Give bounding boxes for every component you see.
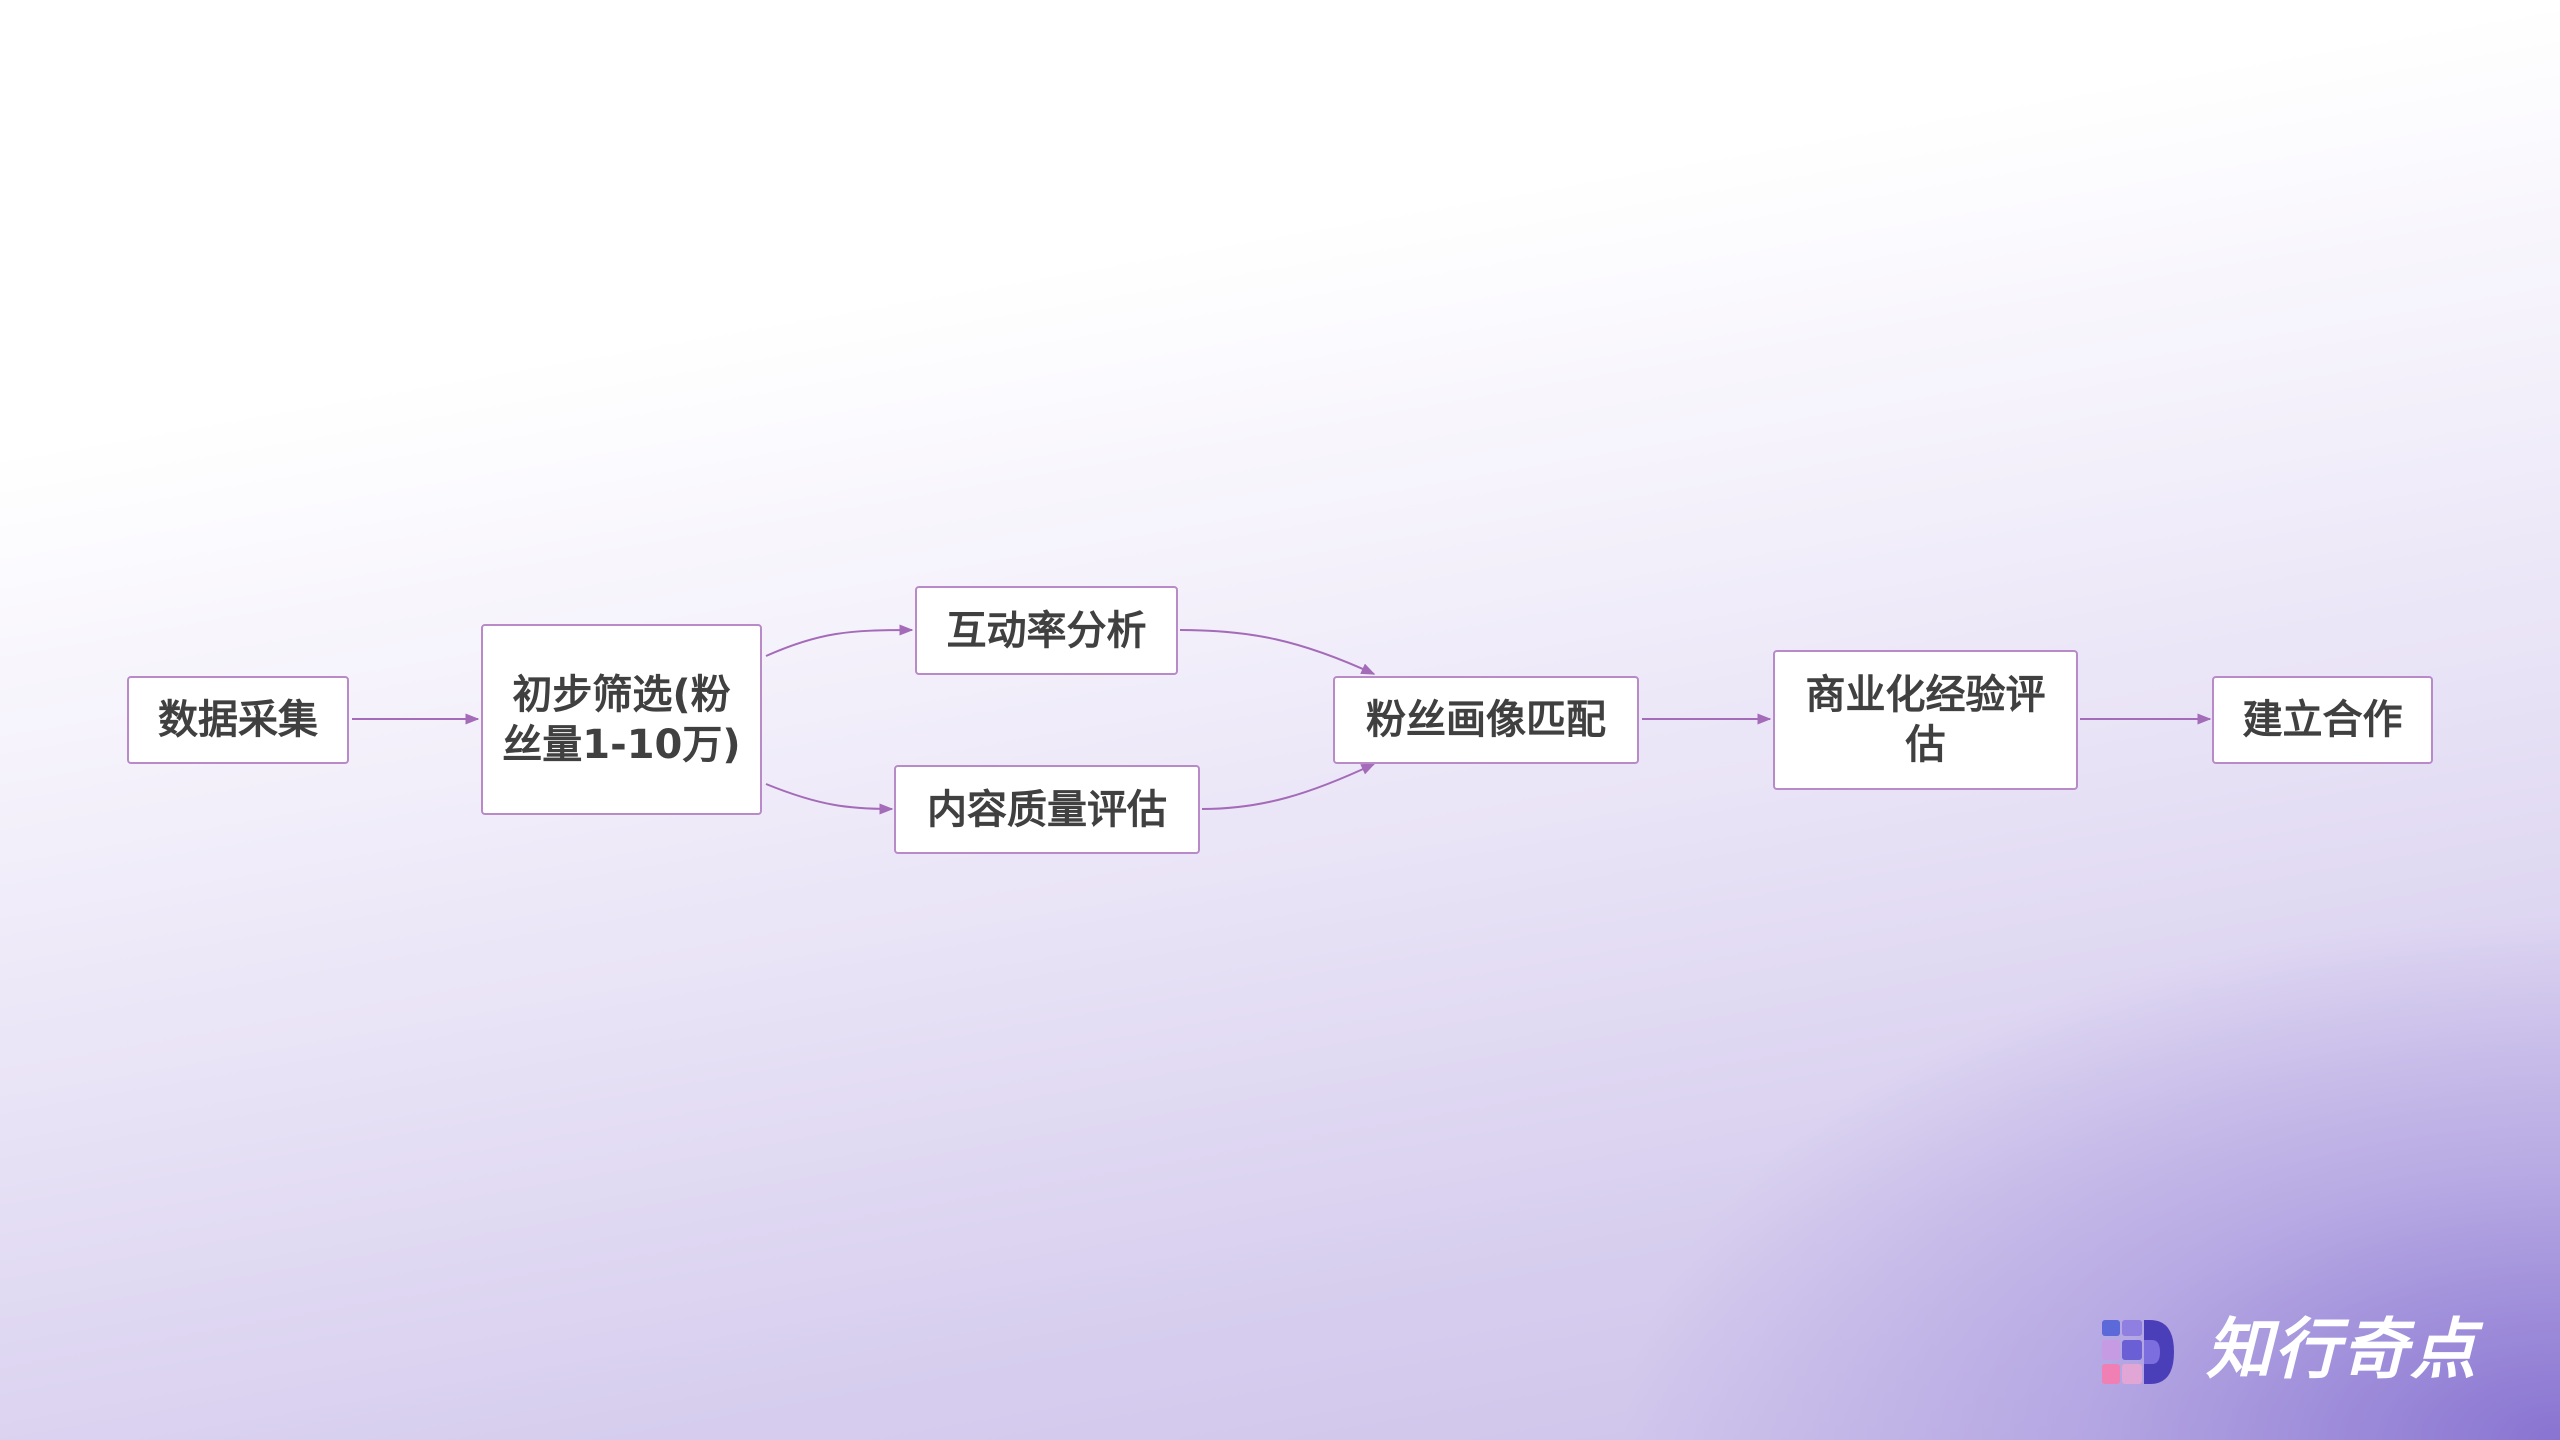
node-establish-cooperation: 建立合作	[2212, 676, 2433, 764]
edge-engagement-to-fanmatch	[1179, 629, 1376, 675]
brand-logo-icon	[2102, 1320, 2174, 1384]
node-content-quality: 内容质量评估	[894, 765, 1200, 854]
node-data-collection: 数据采集	[127, 676, 349, 764]
node-engagement-analysis: 互动率分析	[915, 586, 1178, 675]
edge-screening-to-engagement	[765, 624, 914, 657]
node-label: 互动率分析	[946, 607, 1147, 654]
node-fan-profile-match: 粉丝画像匹配	[1333, 676, 1639, 764]
node-label: 初步筛选(粉丝量1-10万)	[502, 671, 741, 768]
node-commercial-experience: 商业化经验评估	[1773, 650, 2078, 790]
edge-screening-to-content	[765, 783, 894, 815]
node-label: 粉丝画像匹配	[1366, 697, 1606, 743]
node-label: 内容质量评估	[927, 786, 1167, 833]
brand-name: 知行奇点	[2206, 1311, 2478, 1388]
node-initial-screening: 初步筛选(粉丝量1-10万)	[481, 624, 762, 815]
node-label: 数据采集	[158, 697, 318, 743]
brand-logo: 知行奇点	[2100, 1310, 2510, 1390]
node-label: 建立合作	[2242, 697, 2403, 743]
edge-content-to-fanmatch	[1201, 763, 1376, 810]
node-label: 商业化经验评估	[1805, 672, 2046, 768]
